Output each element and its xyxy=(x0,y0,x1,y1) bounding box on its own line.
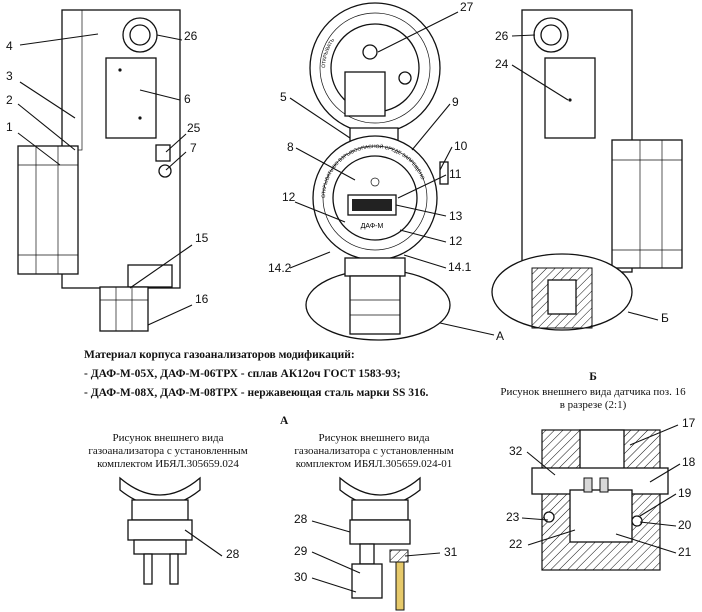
cable-gland-right xyxy=(611,139,683,269)
callout-22: 22 xyxy=(509,537,523,551)
callout-24: 24 xyxy=(495,57,509,71)
material-line-2: - ДАФ-М-08Х, ДАФ-М-08ТРХ - нержавеющая с… xyxy=(84,387,428,399)
screw-27 xyxy=(362,44,378,60)
callout-26-right: 26 xyxy=(495,29,509,43)
material-line-1: - ДАФ-М-05Х, ДАФ-М-06ТРХ - сплав АК12оч … xyxy=(84,368,401,380)
center-front-view xyxy=(305,2,451,341)
callout-6: 6 xyxy=(184,92,191,106)
callout-32: 32 xyxy=(509,444,523,458)
callout-21: 21 xyxy=(678,545,692,559)
a1-caption-1: Рисунок внешнего вида xyxy=(113,432,224,444)
clip-10 xyxy=(439,161,449,185)
callout-19: 19 xyxy=(678,486,692,500)
callout-31: 31 xyxy=(444,545,458,559)
sensor-core xyxy=(569,489,633,543)
a2-view: Рисунок внешнего вида газоанализатора с … xyxy=(294,432,454,611)
a1-caption-3: комплектом ИБЯЛ.305659.024 xyxy=(97,458,239,470)
callout-2: 2 xyxy=(6,93,13,107)
b-caption-2: в разрезе (2:1) xyxy=(560,399,627,411)
b-heading: Б xyxy=(589,371,597,383)
callout-13: 13 xyxy=(449,209,463,223)
callout-5: 5 xyxy=(280,90,287,104)
view-mark-b: Б xyxy=(661,311,669,325)
callout-11: 11 xyxy=(449,167,462,181)
a1-view: Рисунок внешнего вида газоанализатора с … xyxy=(88,432,248,585)
callout-12a: 12 xyxy=(282,190,296,204)
a2-caption-3: комплектом ИБЯЛ.305659.024-01 xyxy=(296,458,453,470)
a-heading: А xyxy=(280,415,289,427)
callout-20: 20 xyxy=(678,518,692,532)
callout-16: 16 xyxy=(195,292,209,306)
callout-7: 7 xyxy=(190,141,197,155)
callout-15: 15 xyxy=(195,231,209,245)
plate-6 xyxy=(105,57,157,139)
callout-30: 30 xyxy=(294,570,308,584)
callout-17: 17 xyxy=(682,416,696,430)
callout-27: 27 xyxy=(460,0,474,14)
sensor-16-left xyxy=(99,286,149,332)
material-heading: Материал корпуса газоанализаторов модифи… xyxy=(84,349,355,361)
callout-10: 10 xyxy=(454,139,468,153)
callout-8: 8 xyxy=(287,140,294,154)
callout-numbers: 4 3 2 1 26 6 25 7 15 16 27 5 8 9 10 11 1… xyxy=(6,0,696,584)
callout-3: 3 xyxy=(6,69,13,83)
callout-1: 1 xyxy=(6,120,13,134)
callout-12b: 12 xyxy=(449,234,463,248)
block-25 xyxy=(155,144,171,162)
callout-28a: 28 xyxy=(226,547,240,561)
b-section-view: Б Рисунок внешнего вида датчика поз. 16 … xyxy=(500,371,686,571)
callout-26-left: 26 xyxy=(184,29,198,43)
callout-9: 9 xyxy=(452,95,459,109)
callout-14-1: 14.1 xyxy=(448,260,472,274)
b-caption-1: Рисунок внешнего вида датчика поз. 16 xyxy=(500,386,686,398)
device-model-label: ДАФ-М xyxy=(361,223,384,230)
callout-29: 29 xyxy=(294,544,308,558)
callout-25: 25 xyxy=(187,121,201,135)
left-side-view xyxy=(17,9,181,332)
a2-caption-1: Рисунок внешнего вида xyxy=(319,432,430,444)
leader-lines xyxy=(17,11,681,593)
plate-24 xyxy=(544,57,596,139)
cable-gland-left xyxy=(17,145,79,275)
material-note: Материал корпуса газоанализаторов модифи… xyxy=(84,349,428,399)
callout-14-2: 14.2 xyxy=(268,261,292,275)
callout-28b: 28 xyxy=(294,512,308,526)
callout-23: 23 xyxy=(506,510,520,524)
view-mark-a: А xyxy=(496,329,504,343)
callout-18: 18 xyxy=(682,455,696,469)
callout-4: 4 xyxy=(6,39,13,53)
a2-caption-2: газоанализатора с установленным xyxy=(294,445,453,457)
a1-caption-2: газоанализатора с установленным xyxy=(88,445,247,457)
right-side-view xyxy=(491,9,683,331)
